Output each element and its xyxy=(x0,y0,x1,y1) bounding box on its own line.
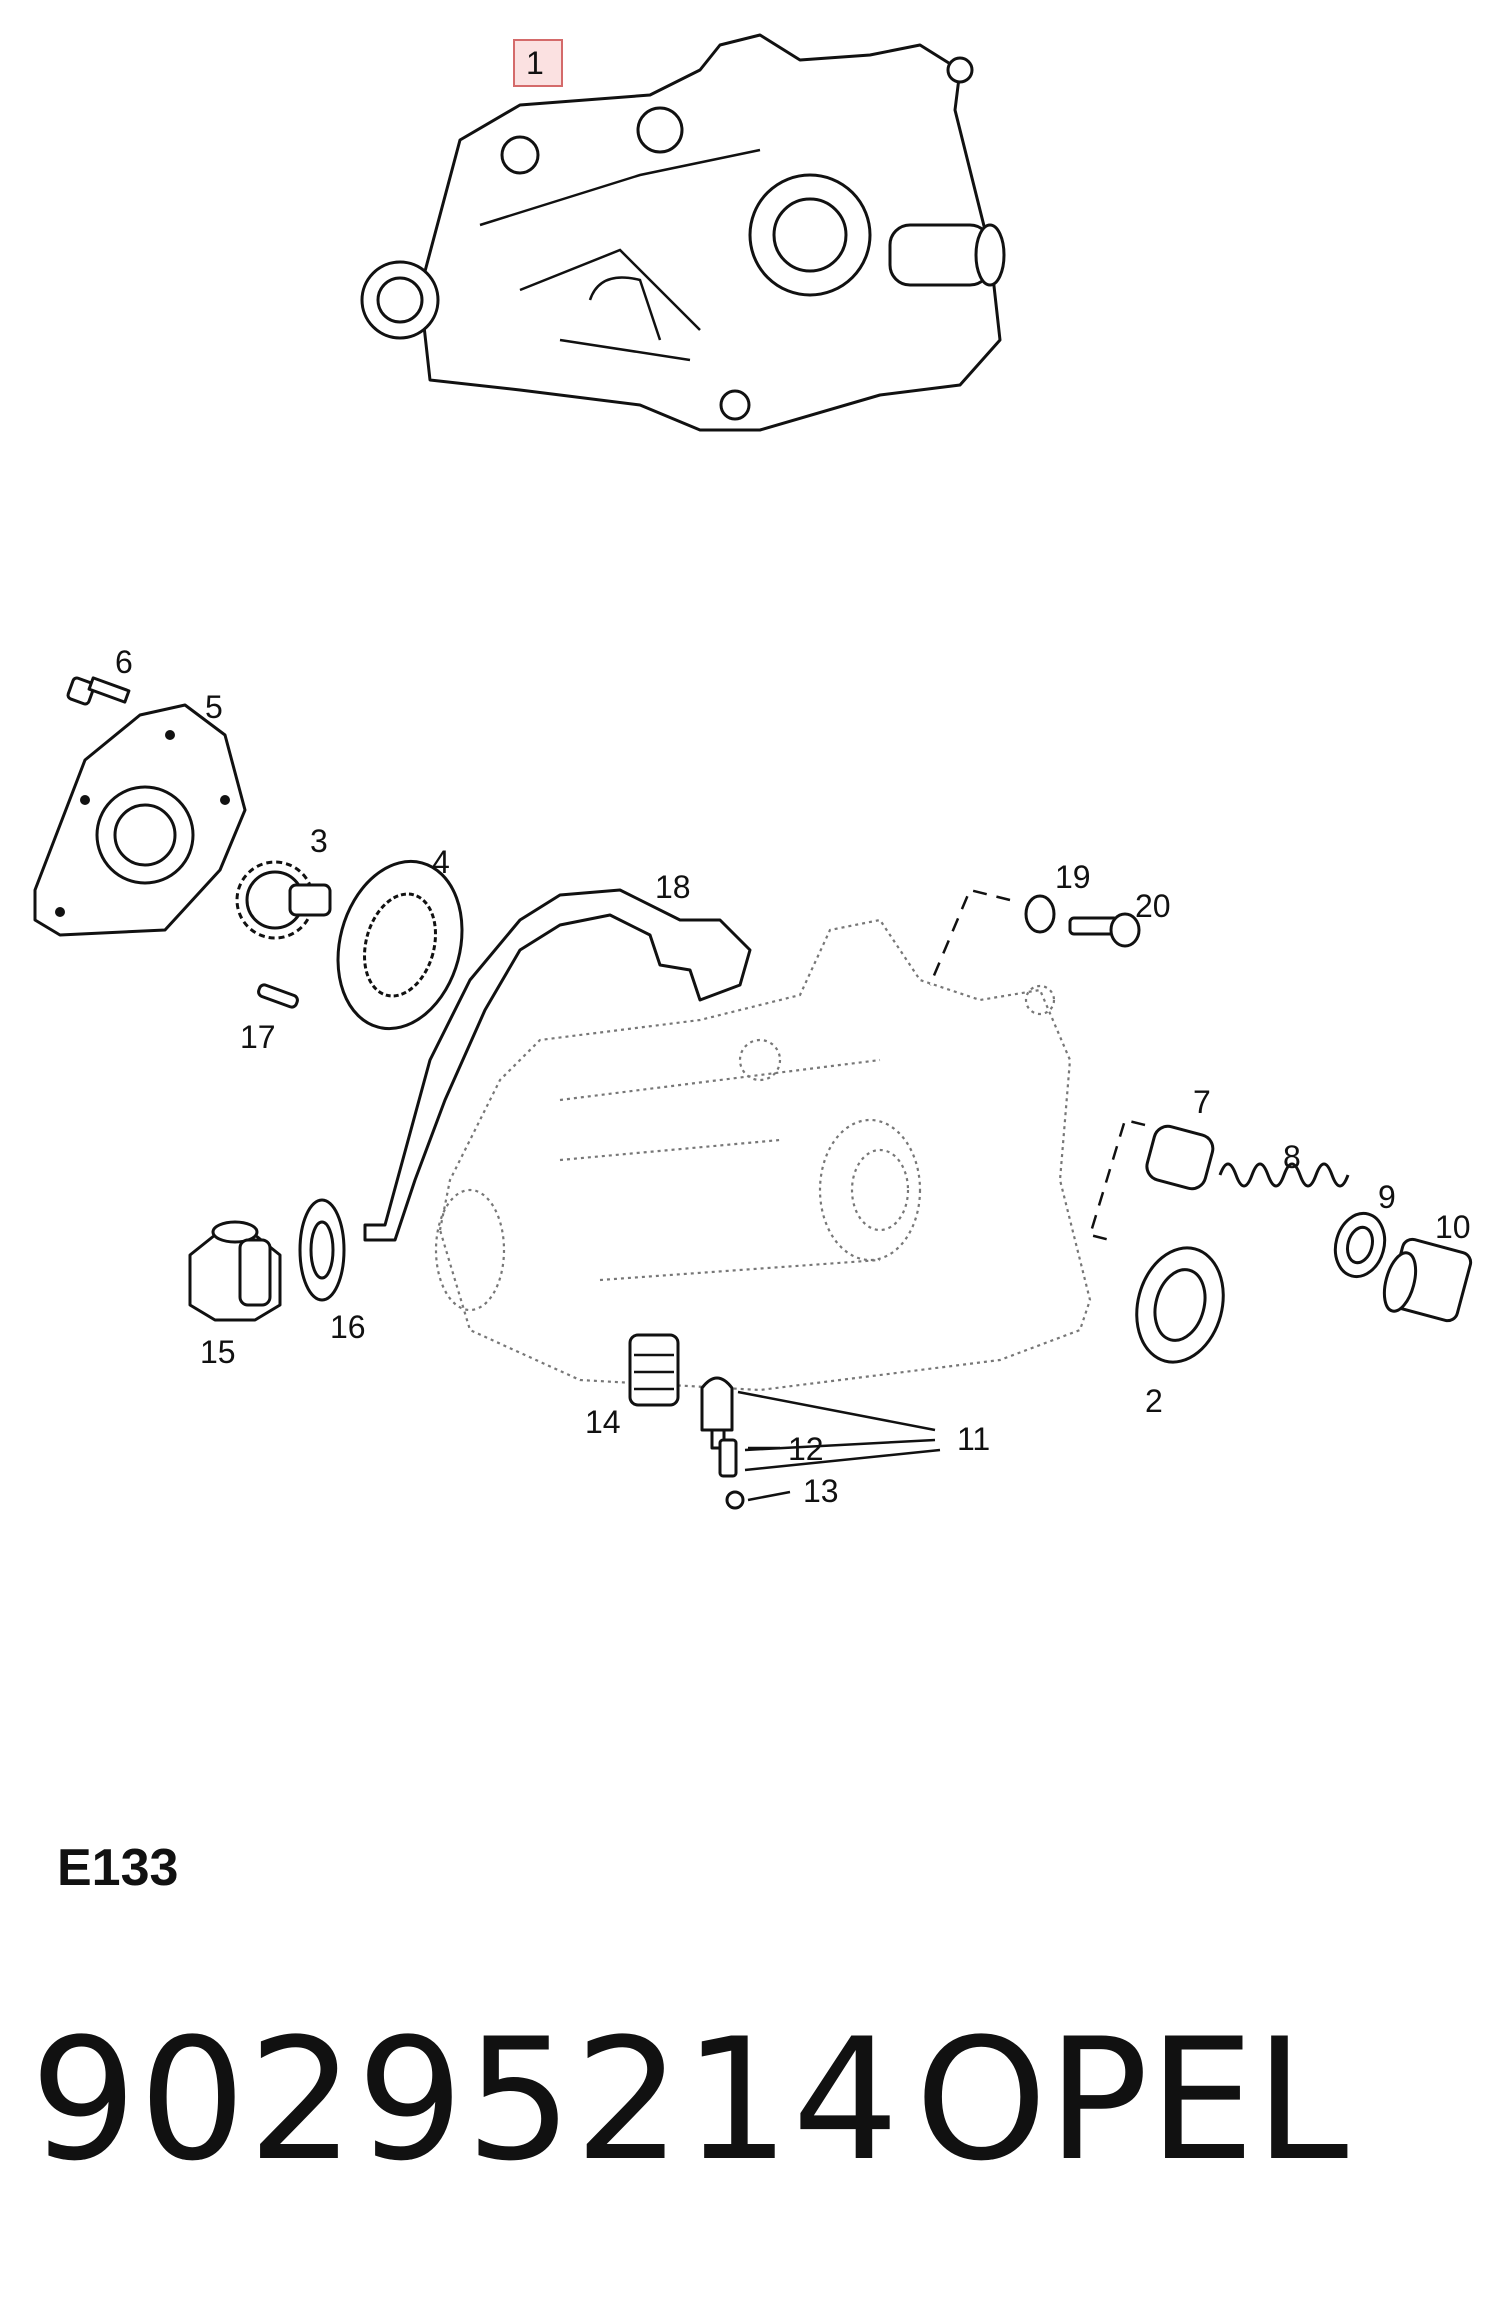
leader-13 xyxy=(747,1490,791,1502)
callout-5: 5 xyxy=(205,689,223,725)
part-12-spring xyxy=(718,1438,738,1478)
part-1-highlight-box xyxy=(513,39,563,87)
leader-11 xyxy=(737,1390,941,1472)
callout-20: 20 xyxy=(1135,888,1171,924)
callout-3: 3 xyxy=(310,823,328,859)
callout-6: 6 xyxy=(115,644,133,680)
part-16-washer xyxy=(298,1198,346,1302)
callout-16: 16 xyxy=(330,1309,366,1345)
callout-14: 14 xyxy=(585,1404,621,1440)
part-20-screw xyxy=(1068,912,1141,948)
part-15-plug xyxy=(188,1220,282,1322)
callout-17: 17 xyxy=(240,1019,276,1055)
callout-1: 1 xyxy=(526,45,544,81)
part-5-cover-plate xyxy=(33,703,247,937)
part-3-drive-gear xyxy=(235,860,332,940)
guide-line-19-20 xyxy=(928,888,1011,986)
diagram-code: E133 xyxy=(57,1839,179,1897)
part-10-plug xyxy=(1382,1237,1473,1323)
callout-15: 15 xyxy=(200,1334,236,1370)
callout-2: 2 xyxy=(1145,1383,1163,1419)
guide-line-7-10 xyxy=(1088,1118,1146,1242)
callout-4: 4 xyxy=(432,844,450,880)
part-6-bolt xyxy=(66,676,131,706)
oil-pump-assembly-drawing xyxy=(360,33,1006,432)
callout-11: 11 xyxy=(957,1421,990,1457)
part-number: 90295214 xyxy=(30,2002,902,2198)
brand-name: OPEL xyxy=(915,2002,1349,2198)
callout-12: 12 xyxy=(788,1431,824,1467)
part-4-internal-gear xyxy=(336,859,464,1031)
part-17-pin xyxy=(257,983,299,1009)
callout-7: 7 xyxy=(1193,1084,1211,1120)
part-7-relief-piston xyxy=(1145,1124,1215,1191)
part-14-sleeve xyxy=(628,1333,680,1407)
part-11-valve-assembly xyxy=(700,1376,745,1510)
callout-13: 13 xyxy=(803,1473,839,1509)
callout-8: 8 xyxy=(1283,1139,1301,1175)
part-18-gasket xyxy=(363,888,752,1242)
part-8-spring xyxy=(1218,1162,1350,1188)
part-9-washer xyxy=(1333,1211,1387,1279)
callout-18: 18 xyxy=(655,869,691,905)
part-19-washer xyxy=(1024,894,1056,934)
part-2-oil-seal xyxy=(1135,1246,1225,1364)
callout-9: 9 xyxy=(1378,1179,1396,1215)
part-13-ball xyxy=(725,1490,745,1510)
callout-19: 19 xyxy=(1055,859,1091,895)
callout-10: 10 xyxy=(1435,1209,1471,1245)
ghost-pump-housing xyxy=(434,918,1092,1392)
